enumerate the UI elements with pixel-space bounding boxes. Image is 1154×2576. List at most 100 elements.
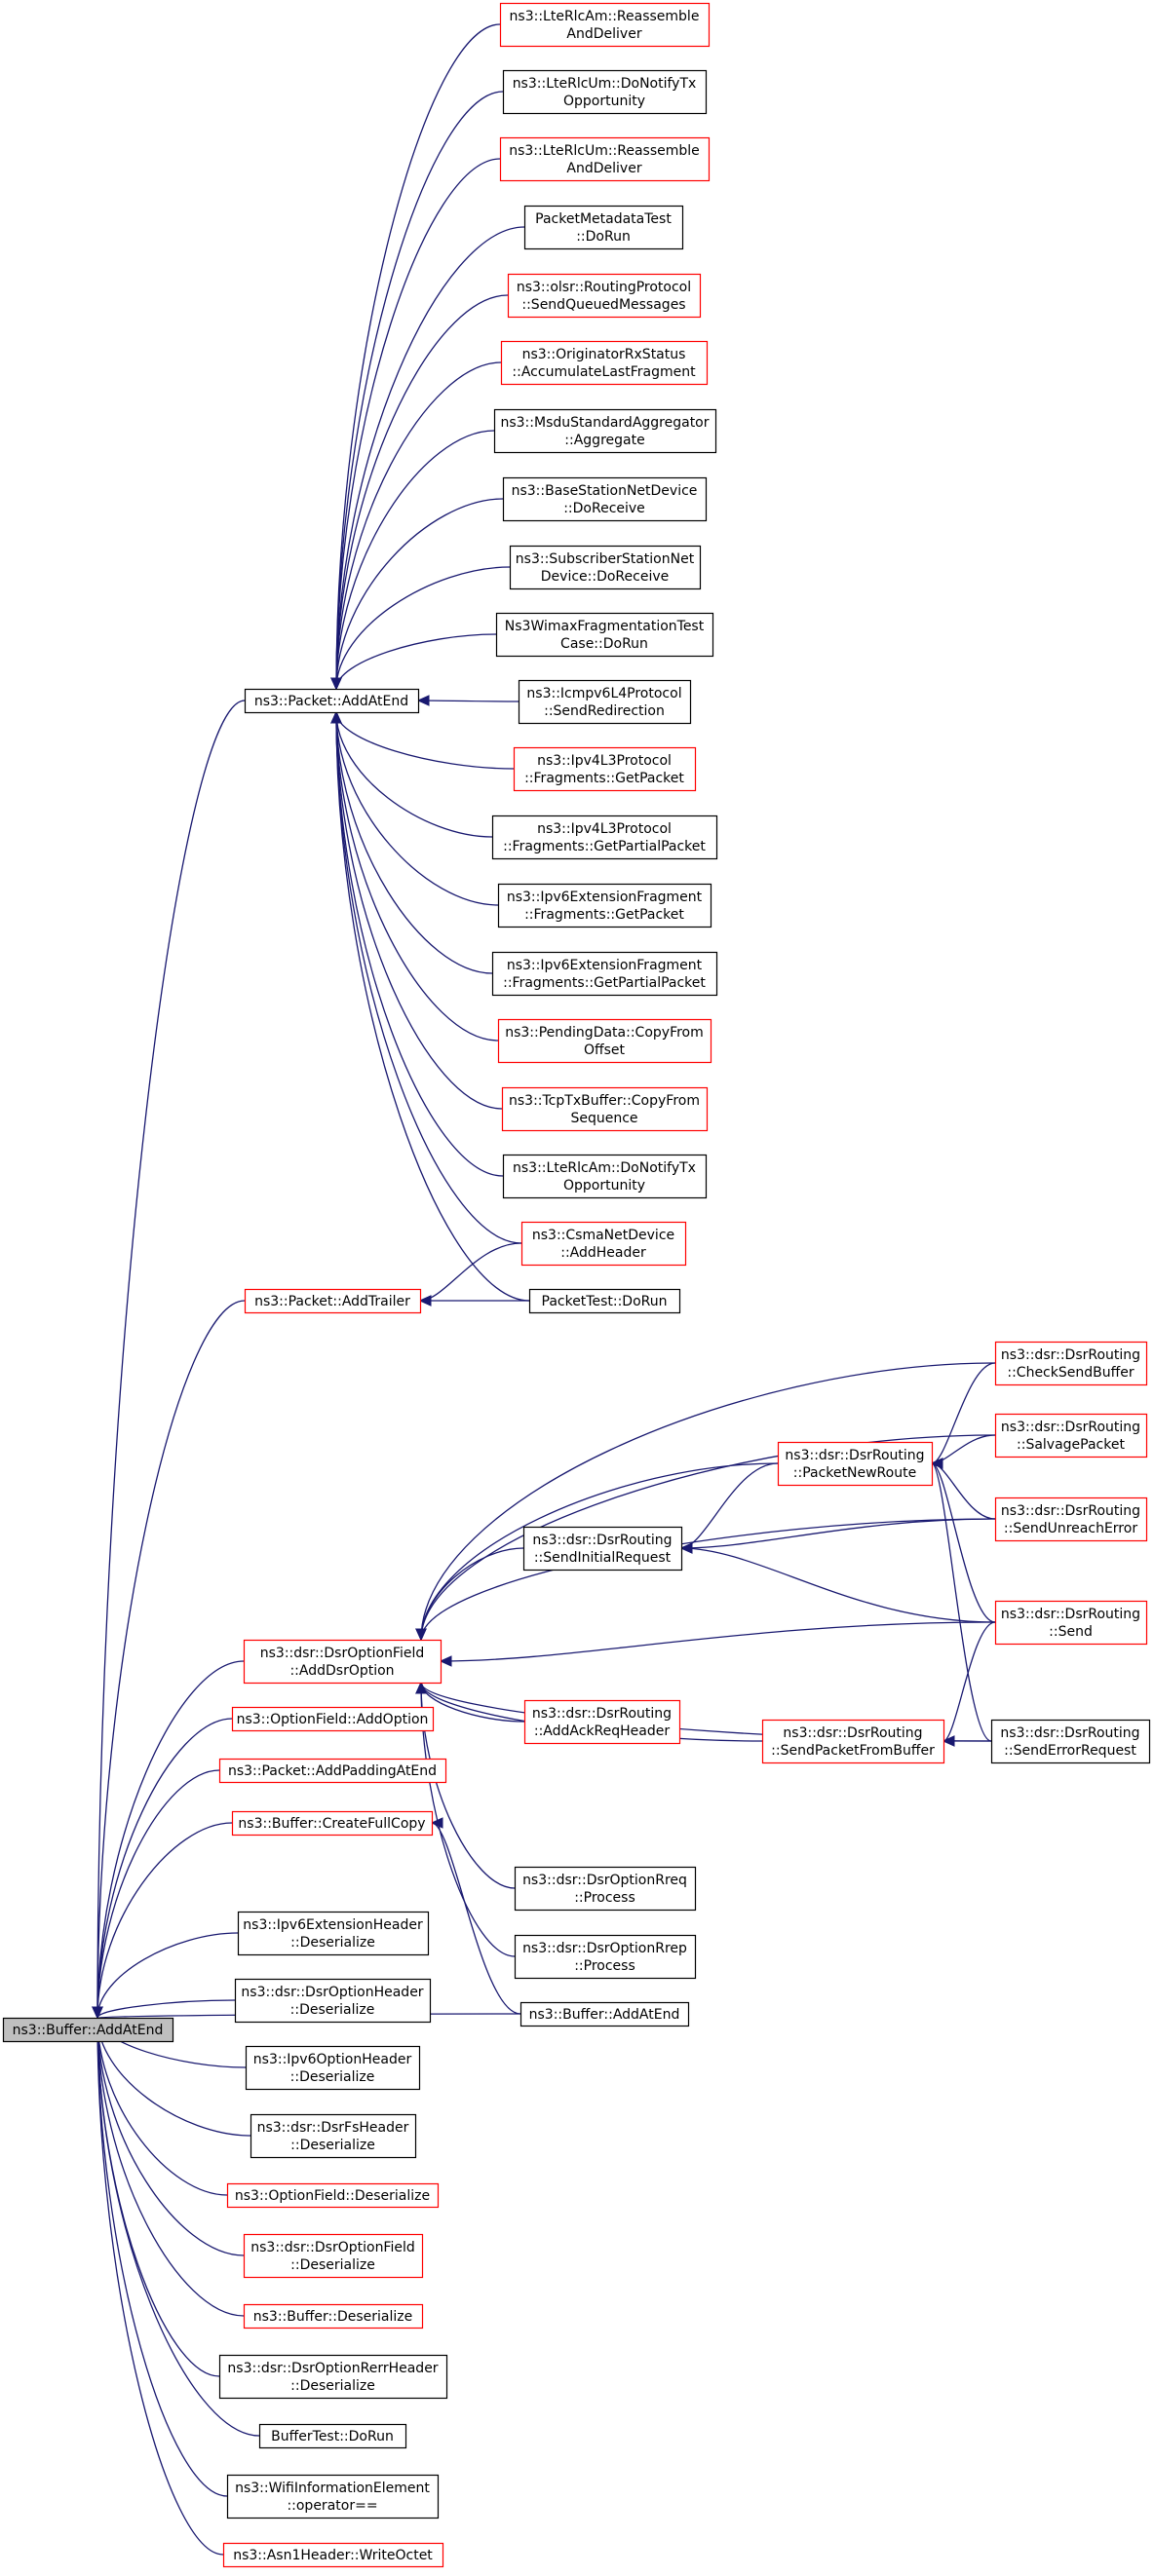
node-asn1-write[interactable]: ns3::Asn1Header::WriteOctet bbox=[222, 2542, 444, 2568]
node-dsr-send[interactable]: ns3::dsr::DsrRouting::Send bbox=[994, 1600, 1148, 1646]
node-box[interactable] bbox=[491, 814, 718, 860]
node-ipv4-frag-get[interactable]: ns3::Ipv4L3Protocol::Fragments::GetPacke… bbox=[513, 746, 697, 792]
node-box[interactable] bbox=[523, 205, 684, 250]
node-bs-netdev[interactable]: ns3::BaseStationNetDevice::DoReceive bbox=[502, 476, 708, 522]
node-pkt-addtrailer[interactable]: ns3::Packet::AddTrailer bbox=[244, 1288, 422, 1314]
node-box[interactable] bbox=[234, 1978, 432, 2024]
node-buf-createfull[interactable]: ns3::Buffer::CreateFullCopy bbox=[231, 1810, 434, 1837]
node-dsr-newroute[interactable]: ns3::dsr::DsrRouting::PacketNewRoute bbox=[777, 1441, 934, 1487]
node-box[interactable] bbox=[495, 612, 714, 658]
node-box[interactable] bbox=[218, 2354, 448, 2400]
node-ipv6opt-deser[interactable]: ns3::Ipv6OptionHeader::Deserialize bbox=[245, 2045, 421, 2091]
node-dsr-checkbuf[interactable]: ns3::dsr::DsrRouting::CheckSendBuffer bbox=[994, 1341, 1148, 1386]
node-box[interactable] bbox=[226, 2474, 440, 2519]
node-box[interactable] bbox=[218, 1758, 447, 1784]
node-dsr-rrep[interactable]: ns3::dsr::DsrOptionRrep::Process bbox=[514, 1934, 697, 1980]
node-wifiinfo-op[interactable]: ns3::WifiInformationElement::operator== bbox=[226, 2474, 440, 2519]
node-box[interactable] bbox=[497, 883, 712, 928]
node-pkt-addatend[interactable]: ns3::Packet::AddAtEnd bbox=[244, 688, 420, 714]
node-box[interactable] bbox=[761, 1719, 945, 1764]
node-box[interactable] bbox=[519, 2001, 690, 2027]
node-box[interactable] bbox=[507, 273, 702, 319]
node-box[interactable] bbox=[499, 136, 711, 182]
node-msdu-agg[interactable]: ns3::MsduStandardAggregator::Aggregate bbox=[493, 408, 717, 454]
node-dsrrerr-deser[interactable]: ns3::dsr::DsrOptionRerrHeader::Deseriali… bbox=[218, 2354, 448, 2400]
node-box[interactable] bbox=[493, 408, 717, 454]
node-box[interactable] bbox=[491, 951, 718, 997]
node-box[interactable] bbox=[514, 1866, 697, 1912]
node-box[interactable] bbox=[243, 1639, 442, 1685]
node-box[interactable] bbox=[226, 2182, 440, 2209]
node-box[interactable] bbox=[497, 1018, 712, 1064]
node-dsr-unreach[interactable]: ns3::dsr::DsrRouting::SendUnreachError bbox=[994, 1496, 1148, 1542]
node-box[interactable] bbox=[222, 2542, 444, 2568]
node-box[interactable] bbox=[245, 2045, 421, 2091]
node-ipv4-frag-partial[interactable]: ns3::Ipv4L3Protocol::Fragments::GetParti… bbox=[491, 814, 718, 860]
node-box[interactable] bbox=[231, 1810, 434, 1837]
node-box[interactable] bbox=[523, 1699, 681, 1745]
node-box[interactable] bbox=[528, 1288, 681, 1314]
node-box[interactable] bbox=[520, 1221, 687, 1267]
node-packettest[interactable]: PacketTest::DoRun bbox=[528, 1288, 681, 1314]
node-dsropthdr-deser[interactable]: ns3::dsr::DsrOptionHeader::Deserialize bbox=[234, 1978, 432, 2024]
node-box[interactable] bbox=[994, 1341, 1148, 1386]
node-box[interactable] bbox=[522, 1526, 683, 1572]
node-box[interactable] bbox=[994, 1496, 1148, 1542]
node-box[interactable] bbox=[243, 2303, 424, 2330]
node-box[interactable] bbox=[502, 476, 708, 522]
node-box[interactable] bbox=[237, 1911, 430, 1956]
node-box[interactable] bbox=[518, 679, 692, 725]
node-orig-rx[interactable]: ns3::OriginatorRxStatus::AccumulateLastF… bbox=[500, 340, 709, 386]
node-dsr-addack[interactable]: ns3::dsr::DsrRouting::AddAckReqHeader bbox=[523, 1699, 681, 1745]
node-ss-netdev[interactable]: ns3::SubscriberStationNetDevice::DoRecei… bbox=[509, 545, 702, 590]
node-ipv6ext-deser[interactable]: ns3::Ipv6ExtensionHeader::Deserialize bbox=[237, 1911, 430, 1956]
node-dsr-salvage[interactable]: ns3::dsr::DsrRouting::SalvagePacket bbox=[994, 1413, 1148, 1458]
node-box[interactable] bbox=[777, 1441, 934, 1487]
node-optfield-deser[interactable]: ns3::OptionField::Deserialize bbox=[226, 2182, 440, 2209]
node-box[interactable] bbox=[509, 545, 702, 590]
node-box[interactable] bbox=[2, 2017, 174, 2043]
node-box[interactable] bbox=[513, 746, 697, 792]
node-buf-addatend2[interactable]: ns3::Buffer::AddAtEnd bbox=[519, 2001, 690, 2027]
node-icmpv6-redir[interactable]: ns3::Icmpv6L4Protocol::SendRedirection bbox=[518, 679, 692, 725]
node-olsr-send[interactable]: ns3::olsr::RoutingProtocol::SendQueuedMe… bbox=[507, 273, 702, 319]
node-root[interactable]: ns3::Buffer::AddAtEnd bbox=[2, 2017, 174, 2043]
node-box[interactable] bbox=[502, 69, 708, 115]
node-dsr-sendfrombuf[interactable]: ns3::dsr::DsrRouting::SendPacketFromBuff… bbox=[761, 1719, 945, 1764]
node-box[interactable] bbox=[244, 1288, 422, 1314]
node-box[interactable] bbox=[258, 2423, 407, 2449]
node-dsr-senderr[interactable]: ns3::dsr::DsrRouting::SendErrorRequest bbox=[990, 1719, 1151, 1764]
node-box[interactable] bbox=[994, 1600, 1148, 1646]
node-dsr-optfield-add[interactable]: ns3::dsr::DsrOptionField::AddDsrOption bbox=[243, 1639, 442, 1685]
node-ipv6-frag-get[interactable]: ns3::Ipv6ExtensionFragment::Fragments::G… bbox=[497, 883, 712, 928]
node-ipv6-frag-partial[interactable]: ns3::Ipv6ExtensionFragment::Fragments::G… bbox=[491, 951, 718, 997]
node-box[interactable] bbox=[990, 1719, 1151, 1764]
node-box[interactable] bbox=[499, 2, 711, 48]
node-box[interactable] bbox=[502, 1154, 708, 1199]
node-dsr-sendinit[interactable]: ns3::dsr::DsrRouting::SendInitialRequest bbox=[522, 1526, 683, 1572]
node-csma-addhdr[interactable]: ns3::CsmaNetDevice::AddHeader bbox=[520, 1221, 687, 1267]
node-buffertest[interactable]: BufferTest::DoRun bbox=[258, 2423, 407, 2449]
node-optfield-add[interactable]: ns3::OptionField::AddOption bbox=[231, 1706, 435, 1732]
node-dsrfs-deser[interactable]: ns3::dsr::DsrFsHeader::Deserialize bbox=[250, 2113, 417, 2159]
node-pktmeta-test[interactable]: PacketMetadataTest::DoRun bbox=[523, 205, 684, 250]
node-dsr-rreq[interactable]: ns3::dsr::DsrOptionRreq::Process bbox=[514, 1866, 697, 1912]
node-pkt-addpadding[interactable]: ns3::Packet::AddPaddingAtEnd bbox=[218, 1758, 447, 1784]
node-buf-deser[interactable]: ns3::Buffer::Deserialize bbox=[243, 2303, 424, 2330]
node-box[interactable] bbox=[514, 1934, 697, 1980]
node-box[interactable] bbox=[500, 340, 709, 386]
node-box[interactable] bbox=[994, 1413, 1148, 1458]
node-box[interactable] bbox=[243, 2233, 424, 2279]
node-box[interactable] bbox=[250, 2113, 417, 2159]
node-dsroptfield-deser[interactable]: ns3::dsr::DsrOptionField::Deserialize bbox=[243, 2233, 424, 2279]
node-box[interactable] bbox=[231, 1706, 435, 1732]
node-box[interactable] bbox=[244, 688, 420, 714]
node-box[interactable] bbox=[501, 1086, 709, 1132]
